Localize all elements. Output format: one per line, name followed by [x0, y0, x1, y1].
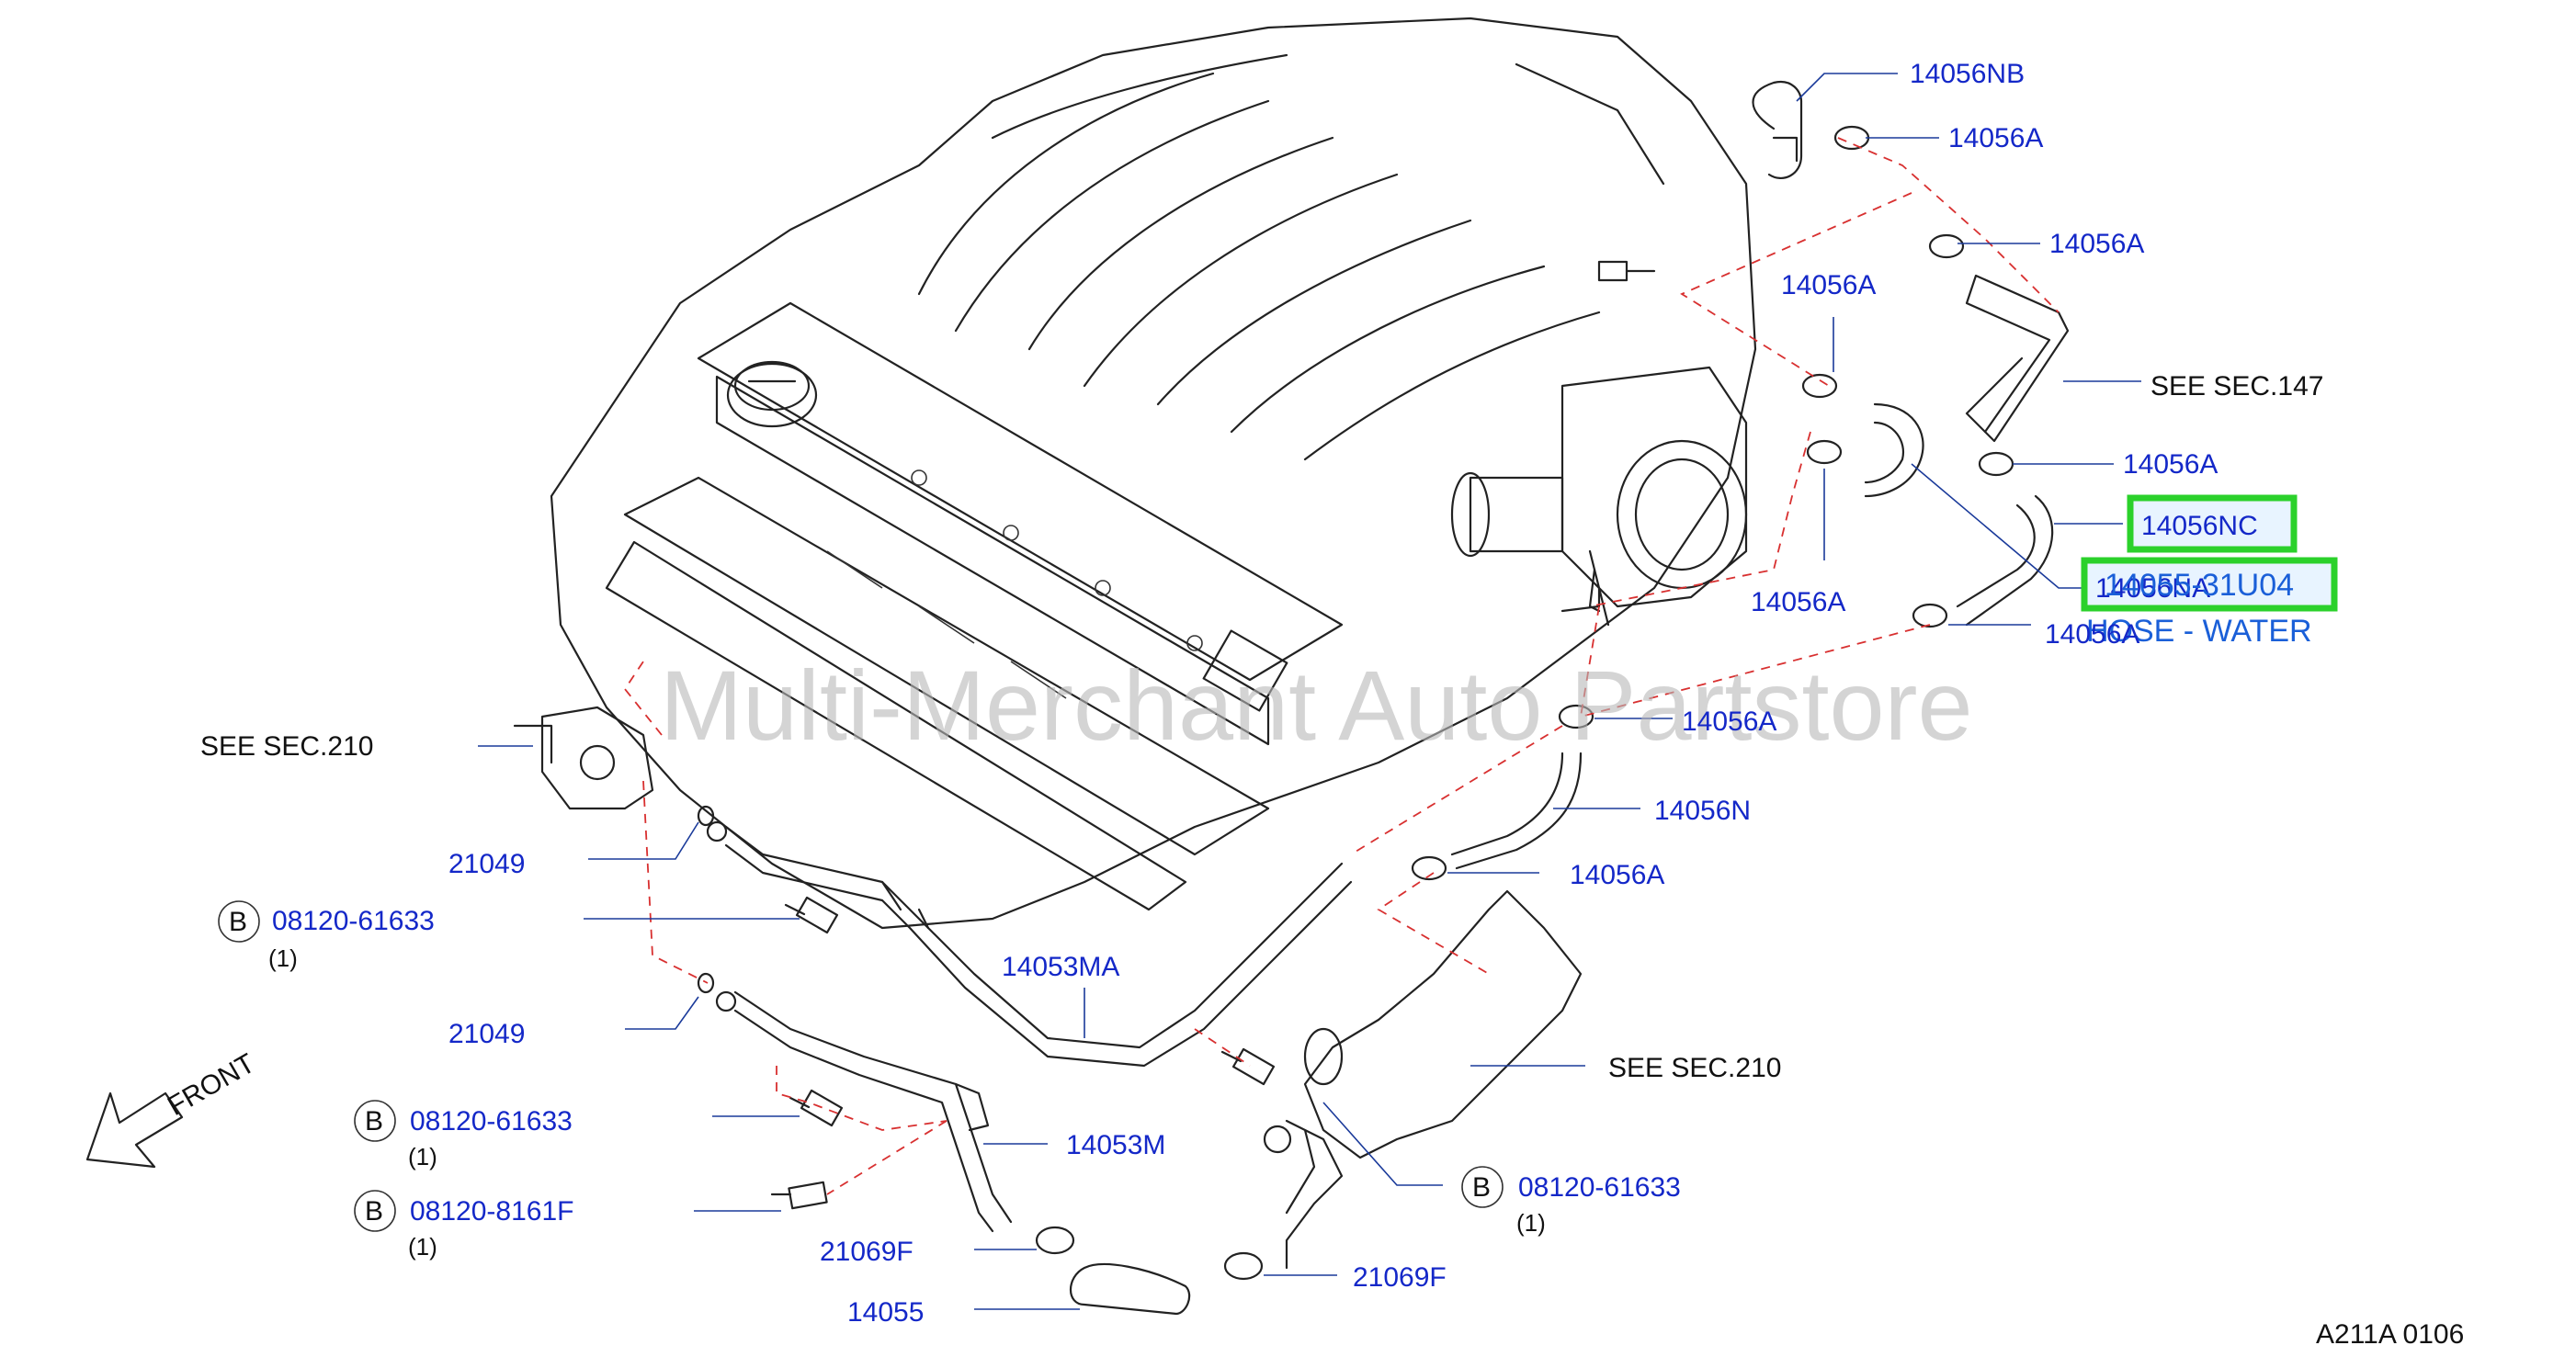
callout-14055[interactable]: 14055 [847, 1297, 924, 1328]
reference-sec210-right[interactable]: SEE SEC.210 [1608, 1053, 1781, 1083]
callout-14053MA[interactable]: 14053MA [1002, 952, 1119, 982]
callout-bolt-08120-61633-a[interactable]: 08120-61633 [272, 906, 435, 936]
callout-labels: 14056NB 14056A 14056A 14056A SEE SEC.147… [200, 59, 2464, 1350]
callout-14056A-lower[interactable]: 14056A [1570, 860, 1664, 890]
b-marker-3 [1461, 1166, 1504, 1208]
diagram-code: A211A 0106 [2316, 1319, 2464, 1350]
engine-drawing [513, 17, 1757, 930]
b-marker-1 [218, 900, 260, 943]
qty-bolt-c: (1) [1516, 1209, 1546, 1237]
callout-14056NA[interactable]: 14056NA [2095, 573, 2210, 604]
callout-14056A-middle[interactable]: 14056A [1682, 707, 1776, 737]
qty-bolt-b: (1) [408, 1143, 437, 1170]
watermark-text: Multi-Merchant Auto Partstore [660, 650, 1973, 761]
callout-14056NC[interactable]: 14056NC [2141, 511, 2258, 541]
qty-bolt-d: (1) [408, 1233, 437, 1261]
reference-sec147[interactable]: SEE SEC.147 [2150, 371, 2323, 401]
leader-lines [478, 73, 2141, 1310]
highlight-box-14056NC [2127, 494, 2298, 553]
callout-14056NB[interactable]: 14056NB [1910, 59, 2025, 89]
b-marker-4 [354, 1190, 396, 1232]
callout-bolt-08120-61633-c[interactable]: 08120-61633 [1518, 1172, 1681, 1203]
qty-bolt-a: (1) [268, 944, 298, 972]
reference-sec210-left[interactable]: SEE SEC.210 [200, 731, 373, 762]
callout-21049-upper[interactable]: 21049 [448, 849, 525, 879]
front-arrow-icon [85, 1091, 184, 1169]
callout-14056A-right[interactable]: 14056A [2049, 229, 2144, 259]
front-label: FRONT [163, 1048, 260, 1122]
dashed-guides [623, 137, 2060, 1195]
highlight-box-part-number [2081, 557, 2338, 612]
callout-14053M[interactable]: 14053M [1066, 1130, 1165, 1160]
b-marker-2-label: B [365, 1106, 383, 1136]
callout-14056A-under-hose[interactable]: 14056A [1751, 587, 1845, 617]
callout-bolt-08120-8161F[interactable]: 08120-8161F [410, 1196, 573, 1227]
highlight-part-number[interactable]: 14055-31U04 [2105, 568, 2294, 603]
callout-bolt-08120-61633-b[interactable]: 08120-61633 [410, 1106, 573, 1136]
callout-14056A-upper-mid[interactable]: 14056A [1781, 270, 1876, 300]
b-marker-3-label: B [1472, 1172, 1491, 1203]
b-marker-2 [354, 1100, 396, 1142]
callout-14056N[interactable]: 14056N [1654, 796, 1751, 826]
b-marker-1-label: B [229, 907, 247, 937]
callout-14056A-bracket[interactable]: 14056A [2123, 449, 2218, 480]
callout-14056A-lower-right[interactable]: 14056A [2045, 619, 2139, 650]
callout-21069F-left[interactable]: 21069F [820, 1237, 914, 1267]
front-arrow: FRONT [85, 1048, 260, 1169]
b-marker-4-label: B [365, 1196, 383, 1227]
callout-21069F-right[interactable]: 21069F [1353, 1262, 1447, 1293]
highlight-overlay [2081, 494, 2338, 612]
hose-parts [697, 80, 2070, 1316]
callout-21049-lower[interactable]: 21049 [448, 1019, 525, 1049]
highlight-description: HOSE - WATER [2086, 614, 2312, 649]
callout-14056A-top[interactable]: 14056A [1948, 123, 2043, 153]
